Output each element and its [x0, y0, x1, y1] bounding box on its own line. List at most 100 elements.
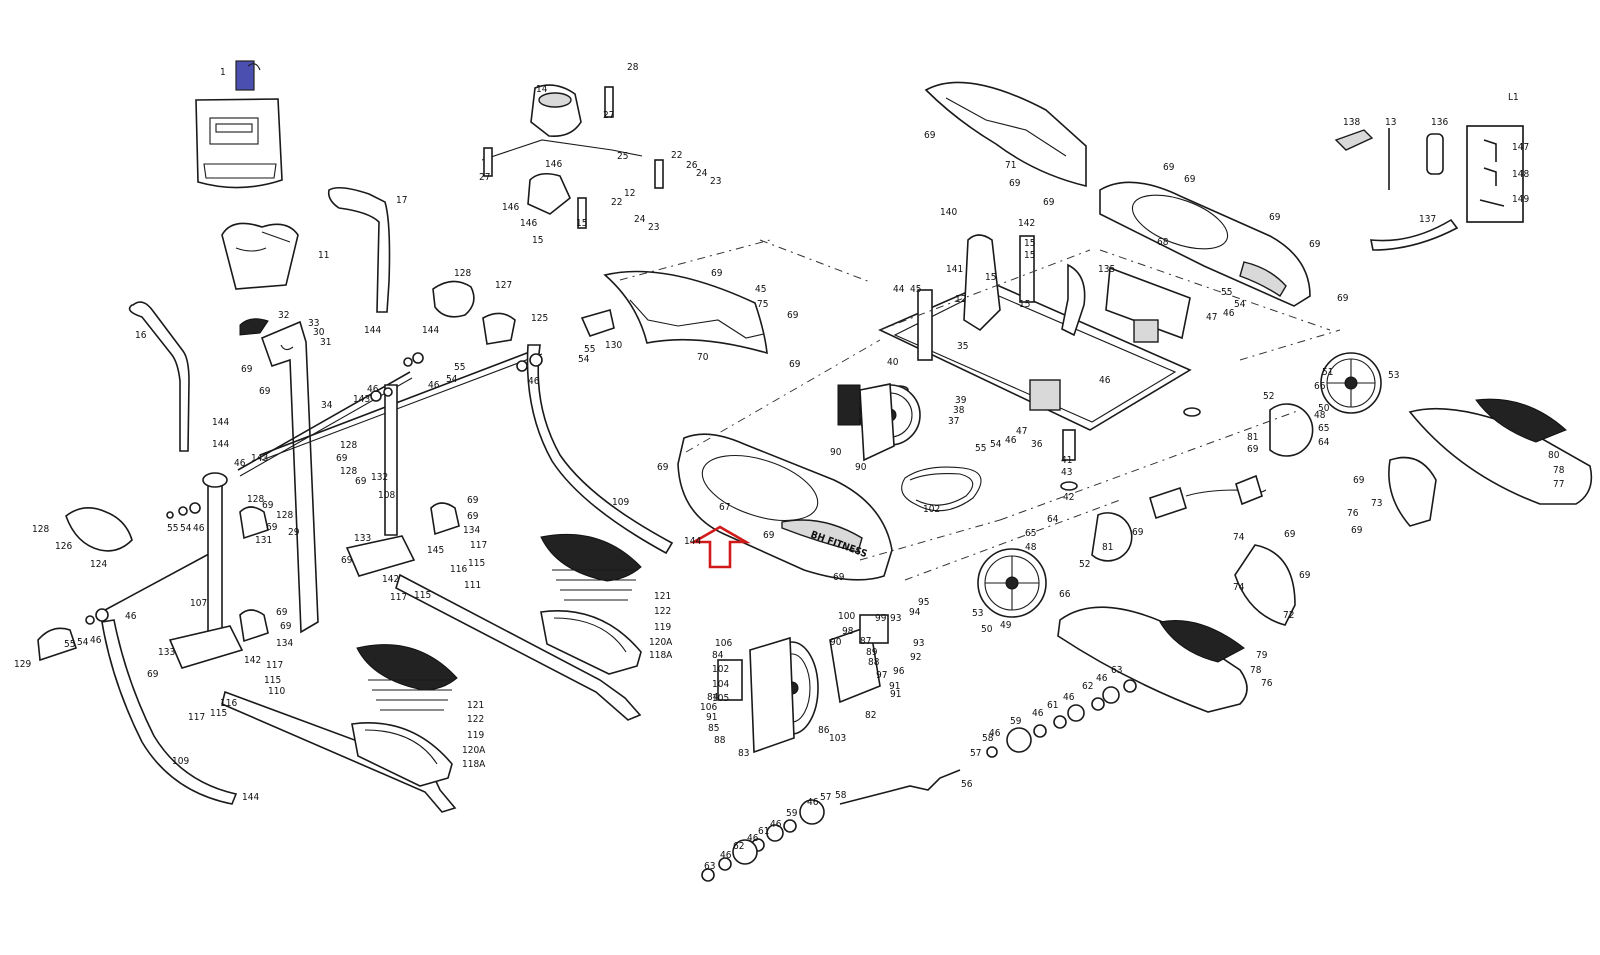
part-label-23: 23: [710, 176, 721, 187]
part-label-62: 62: [1082, 681, 1093, 692]
side-cover-68: [1099, 181, 1311, 307]
part-label-64: 64: [1047, 514, 1059, 525]
part-label-69: 69: [924, 130, 936, 141]
part-label-118a: 118A: [462, 759, 486, 770]
part-label-125: 125: [531, 313, 548, 324]
part-label-81: 81: [1247, 432, 1258, 443]
part-label-40: 40: [887, 357, 899, 368]
part-label-48: 48: [1025, 542, 1037, 553]
lower-swing-arms: [101, 344, 674, 805]
part-label-69: 69: [787, 310, 799, 321]
part-label-69: 69: [1353, 475, 1365, 486]
part-label-97: 97: [876, 670, 887, 681]
part-label-136: 136: [1431, 117, 1448, 128]
part-label-29: 29: [288, 527, 300, 538]
part-label-88: 88: [714, 735, 726, 746]
part-label-69: 69: [1009, 178, 1021, 189]
part-label-115: 115: [414, 590, 431, 601]
part-label-143: 143: [251, 453, 268, 464]
part-138: [1334, 129, 1374, 151]
part-label-15: 15: [1019, 299, 1030, 310]
part-label-13: 13: [1385, 117, 1396, 128]
motor-housing: [1105, 266, 1191, 340]
part-label-69: 69: [657, 462, 669, 473]
part-label-108: 108: [378, 490, 395, 501]
part-label-27: 27: [479, 172, 490, 183]
part-label-87: 87: [860, 636, 871, 647]
part-label-15: 15: [576, 218, 587, 229]
part-label-27: 27: [603, 110, 614, 121]
part-label-l1: L1: [1508, 92, 1519, 103]
cover-73: [1388, 456, 1437, 527]
left-handle-arm: [128, 301, 190, 452]
part-label-53: 53: [1388, 370, 1399, 381]
part-label-107: 107: [190, 598, 207, 609]
part-label-117: 117: [470, 540, 487, 551]
part-label-90: 90: [830, 447, 842, 458]
part-label-93: 93: [890, 613, 901, 624]
part-label-46: 46: [747, 833, 759, 844]
part-label-46: 46: [1096, 673, 1108, 684]
part-label-100: 100: [838, 611, 855, 622]
part-label-138: 138: [1343, 117, 1360, 128]
part-label-55: 55: [584, 344, 595, 355]
part-label-146: 146: [502, 202, 519, 213]
part-label-57: 57: [820, 792, 831, 803]
part-label-99: 99: [875, 613, 887, 624]
part-label-12: 12: [955, 294, 966, 305]
part-label-98: 98: [842, 626, 854, 637]
part-label-90: 90: [830, 637, 842, 648]
small-brackets: [37, 280, 615, 662]
part-label-69: 69: [147, 669, 159, 680]
part-label-61: 61: [1047, 700, 1058, 711]
part-label-26: 26: [686, 160, 698, 171]
part-label-46: 46: [193, 523, 205, 534]
holder-137: [1370, 218, 1459, 251]
part-label-71: 71: [1005, 160, 1016, 171]
part-label-69: 69: [711, 268, 723, 279]
handgrip-assembly: [481, 84, 664, 229]
part-label-119: 119: [654, 622, 671, 633]
part-label-44: 44: [893, 284, 905, 295]
part-label-69: 69: [1284, 529, 1296, 540]
footpad-79: [1057, 606, 1248, 713]
side-cover-67: BH FITNESS: [677, 433, 893, 581]
part-label-31: 31: [320, 337, 331, 348]
part-label-144: 144: [212, 417, 229, 428]
part-label-104: 104: [712, 679, 729, 690]
right-pedal-base: [540, 610, 642, 675]
part-label-11: 11: [318, 250, 329, 261]
upper-handlebar: [327, 186, 391, 313]
main-frame: [878, 234, 1201, 491]
part-label-17: 17: [396, 195, 407, 206]
part-label-142: 142: [382, 574, 399, 585]
part-label-39: 39: [955, 395, 967, 406]
part-label-42: 42: [1063, 492, 1074, 503]
part-label-117: 117: [266, 660, 283, 671]
part-label-118a: 118A: [649, 650, 673, 661]
part-label-69: 69: [1132, 527, 1144, 538]
part-label-144: 144: [242, 792, 259, 803]
part-label-93: 93: [913, 638, 924, 649]
part-label-28: 28: [627, 62, 639, 73]
part-label-95: 95: [918, 597, 929, 608]
part-label-62: 62: [733, 841, 744, 852]
part-label-46: 46: [125, 611, 137, 622]
part-label-128: 128: [340, 440, 357, 451]
left-pedal-pad: [356, 644, 458, 691]
part-label-47: 47: [1016, 426, 1027, 437]
part-label-78: 78: [1553, 465, 1565, 476]
part-label-55: 55: [64, 639, 75, 650]
upright-140: [963, 234, 1001, 332]
part-label-69: 69: [341, 555, 353, 566]
console-group: [195, 60, 391, 313]
part-label-121: 121: [467, 700, 484, 711]
part-135: [1061, 263, 1086, 337]
part-label-72: 72: [1283, 610, 1294, 621]
part-label-55: 55: [1221, 287, 1232, 298]
part-label-69: 69: [1299, 570, 1311, 581]
side-cover-70: [603, 270, 768, 355]
part-label-46: 46: [90, 635, 102, 646]
part-label-15: 15: [532, 235, 543, 246]
part-label-69: 69: [467, 495, 479, 506]
